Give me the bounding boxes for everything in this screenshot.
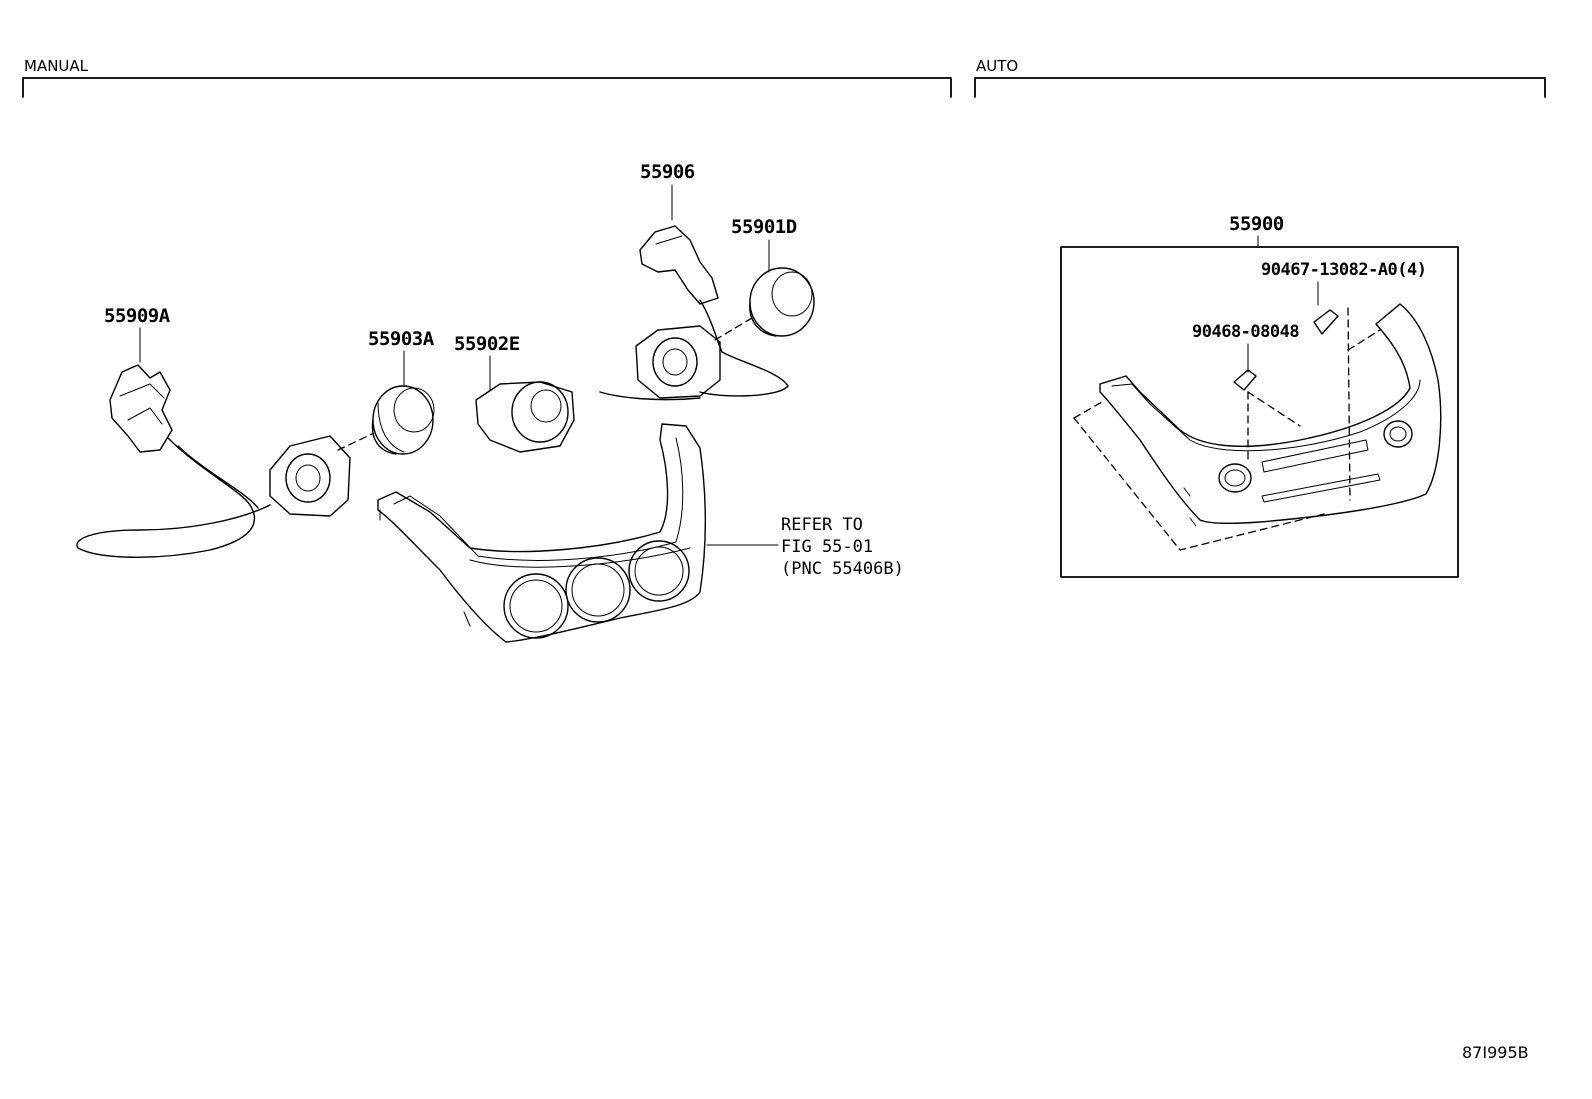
part-label-55906[interactable]: 55906: [640, 161, 695, 183]
reference-note-line-2: FIG 55-01: [781, 537, 874, 557]
part-label-55900[interactable]: 55900: [1229, 213, 1284, 235]
section-bracket-manual: [22, 77, 952, 98]
section-title-manual: MANUAL: [24, 57, 89, 75]
part-label-55909A[interactable]: 55909A: [104, 305, 170, 327]
section-title-auto: AUTO: [976, 57, 1019, 75]
part-label-90468-08048[interactable]: 90468-08048: [1192, 322, 1300, 342]
reference-note-line-3: (PNC 55406B): [781, 559, 904, 579]
auto-panel-drawing: [1073, 303, 1442, 551]
leader-lines: [139, 184, 1319, 546]
part-label-55901D[interactable]: 55901D: [731, 216, 797, 238]
switch-55902e-drawing: [475, 381, 575, 453]
part-label-55903A[interactable]: 55903A: [368, 328, 434, 350]
harness-55906-drawing: [599, 225, 789, 401]
drawing-id: 87I995B: [1462, 1043, 1529, 1062]
reference-note-line-1: REFER TO: [781, 515, 863, 535]
harness-55909a-drawing: [76, 364, 373, 558]
knob-55901d-drawing: [749, 267, 815, 337]
part-label-90467-13082-A0[interactable]: 90467-13082-A0(4): [1261, 260, 1427, 280]
manual-bezel-drawing: [377, 423, 706, 643]
part-label-55902E[interactable]: 55902E: [454, 333, 520, 355]
section-bracket-auto: [974, 77, 1546, 98]
knob-55903a-drawing: [371, 385, 435, 455]
auto-assembly-box: [1060, 246, 1459, 578]
